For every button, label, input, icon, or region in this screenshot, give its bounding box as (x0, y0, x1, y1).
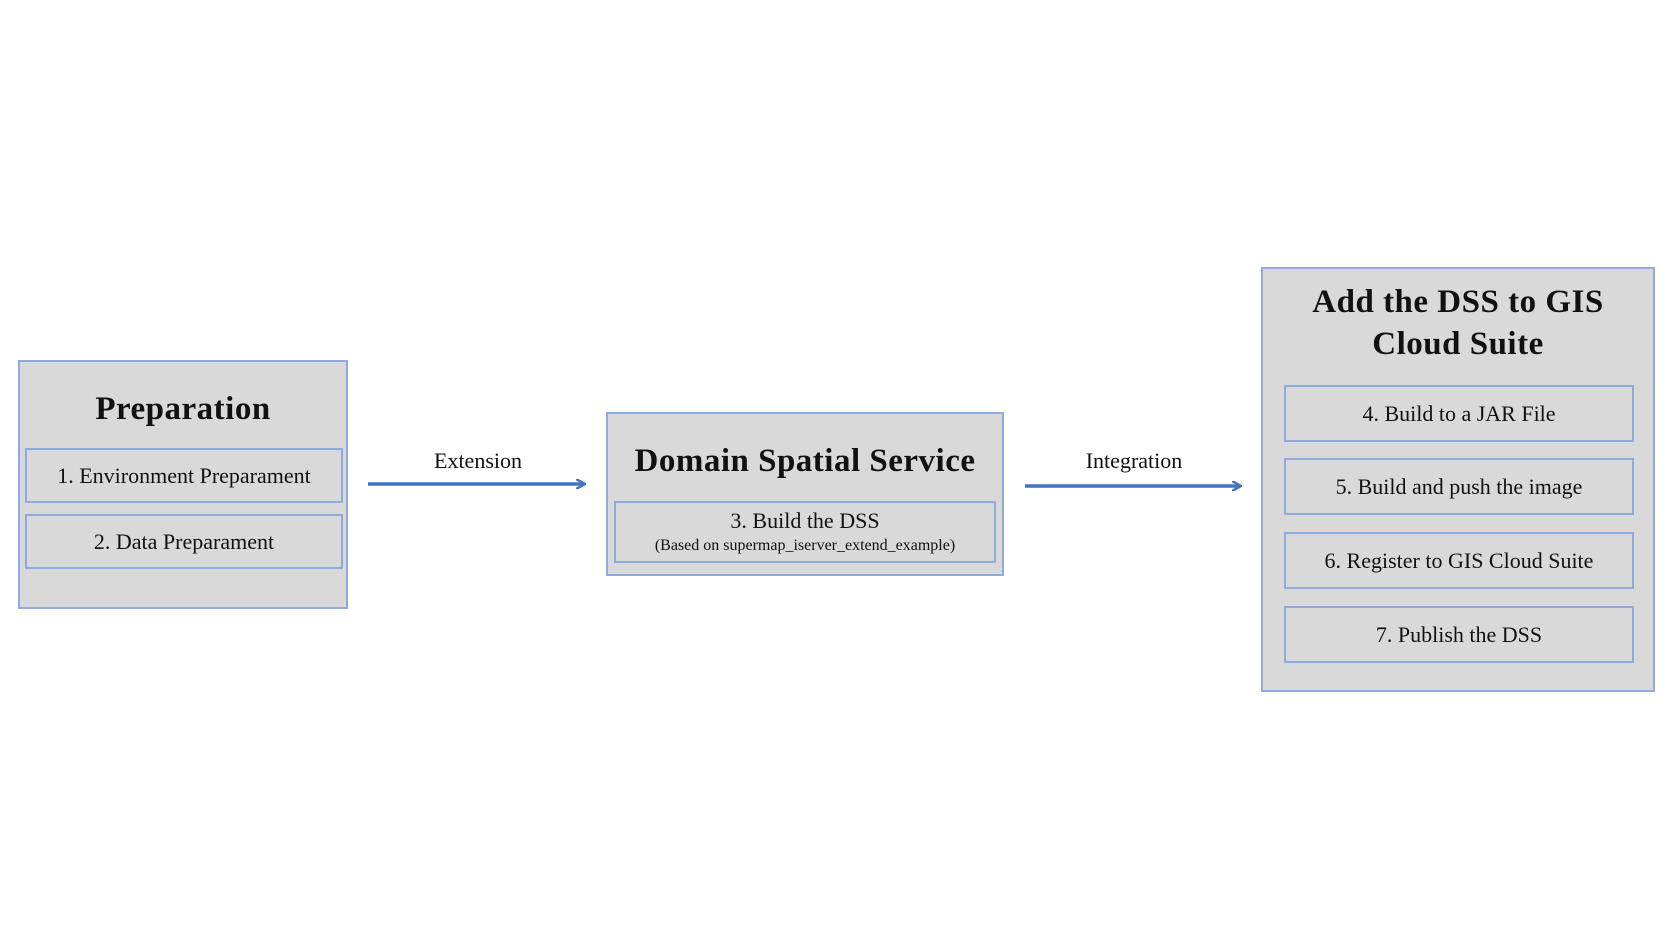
preparation-title: Preparation (95, 391, 271, 427)
step-publish-dss: 7. Publish the DSS (1284, 606, 1634, 663)
step-register-gis-cloud: 6. Register to GIS Cloud Suite (1284, 532, 1634, 589)
step-label: 1. Environment Preparament (57, 463, 311, 488)
extension-label: Extension (434, 448, 522, 473)
step-label: 6. Register to GIS Cloud Suite (1324, 548, 1594, 573)
preparation-panel: Preparation 1. Environment Preparament 2… (18, 360, 348, 609)
gis-cloud-title-line1: Add the DSS to GIS (1312, 284, 1604, 320)
dss-title: Domain Spatial Service (634, 443, 976, 479)
step-label: 4. Build to a JAR File (1362, 401, 1556, 426)
step-label: 7. Publish the DSS (1375, 622, 1543, 647)
integration-label: Integration (1085, 448, 1183, 473)
step-data-preparament: 2. Data Preparament (25, 514, 343, 569)
step-note: (Based on supermap_iserver_extend_exampl… (654, 537, 956, 554)
step-build-push-image: 5. Build and push the image (1284, 458, 1634, 515)
step-environment-preparament: 1. Environment Preparament (25, 448, 343, 503)
step-build-jar: 4. Build to a JAR File (1284, 385, 1634, 442)
step-label: 3. Build the DSS (730, 508, 880, 533)
gis-cloud-title: Add the DSS to GIS Cloud Suite (1263, 281, 1653, 365)
step-build-dss: 3. Build the DSS (Based on supermap_iser… (614, 501, 996, 563)
dss-panel: Domain Spatial Service 3. Build the DSS … (606, 412, 1004, 576)
gis-cloud-title-line2: Cloud Suite (1372, 326, 1544, 362)
gis-cloud-panel: Add the DSS to GIS Cloud Suite 4. Build … (1261, 267, 1655, 692)
step-label: 5. Build and push the image (1335, 474, 1583, 499)
step-label: 2. Data Preparament (93, 529, 275, 554)
